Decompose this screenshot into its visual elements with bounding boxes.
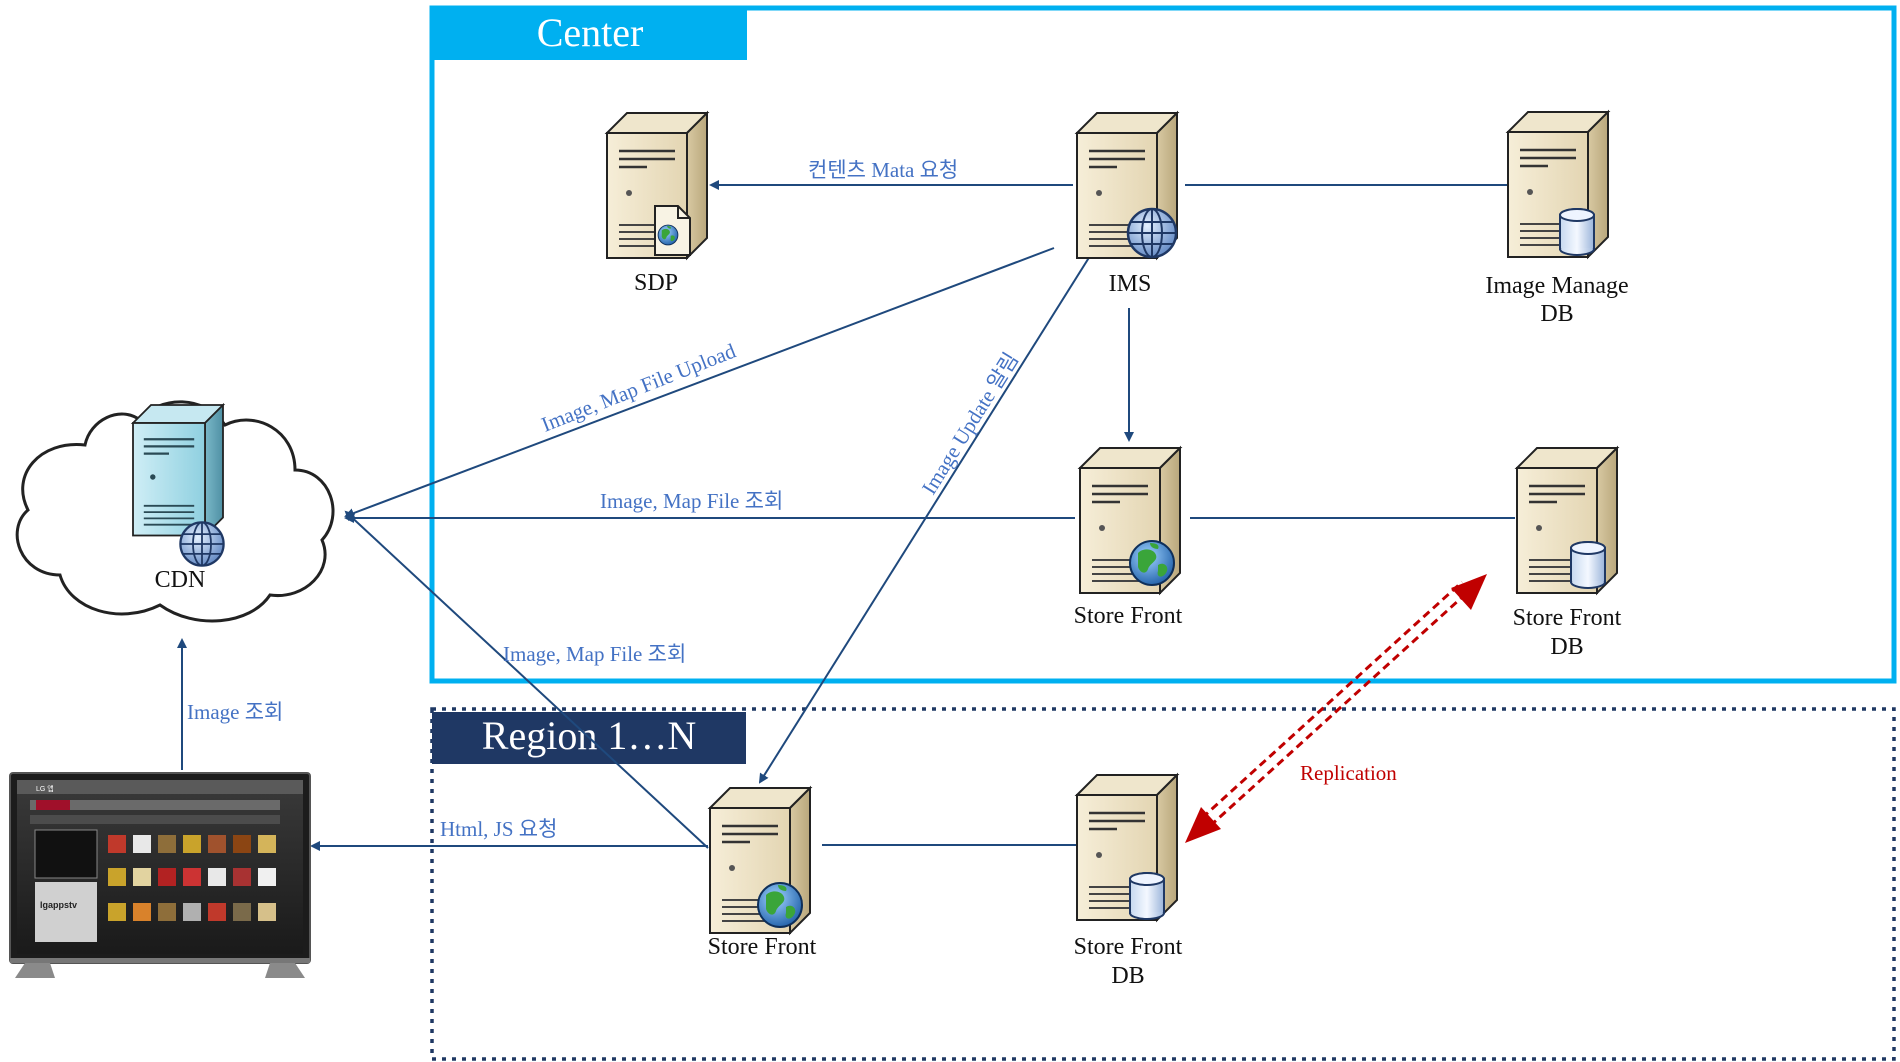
arrow-ims-to-cdn xyxy=(344,247,1055,518)
sdp-label: SDP xyxy=(634,270,678,296)
arrow-ims-to-region-storefront xyxy=(758,247,1096,784)
store-front-db-center-label-line2: DB xyxy=(1550,634,1583,660)
globe-icon xyxy=(1129,540,1175,586)
store-front-region-label: Store Front xyxy=(708,934,817,960)
database-icon xyxy=(1129,872,1165,920)
store-front-db-region-label-line1: Store Front xyxy=(1074,934,1183,960)
center-zone-title: Center xyxy=(537,10,644,55)
store-front-server-center xyxy=(1078,446,1182,595)
region-zone xyxy=(430,707,1896,1061)
database-icon xyxy=(1559,208,1595,256)
store-front-db-server-center xyxy=(1515,446,1619,595)
ims-server xyxy=(1075,111,1179,260)
label-storefront-to-cdn: Image, Map File 조회 xyxy=(600,489,783,513)
label-ims-to-cdn: Image, Map File Upload xyxy=(538,338,739,436)
store-front-server-region xyxy=(708,786,812,935)
image-manage-db-label-line1: Image Manage xyxy=(1485,273,1628,299)
replication-arrow xyxy=(1185,574,1487,843)
region-zone-title: Region 1…N xyxy=(482,713,696,758)
store-front-center-label: Store Front xyxy=(1074,603,1183,629)
globe-icon xyxy=(1126,207,1178,259)
tv-app-title: LG 앱 xyxy=(36,785,54,793)
label-region-storefront-to-tv: Html, JS 요청 xyxy=(440,817,557,841)
center-zone xyxy=(429,5,1897,684)
center-zone-header xyxy=(432,8,747,60)
cdn-label: CDN xyxy=(155,567,206,593)
label-region-storefront-to-cdn: Image, Map File 조회 xyxy=(503,642,686,666)
tv-logo-text: lgappstv xyxy=(40,900,77,910)
database-icon xyxy=(1570,541,1606,589)
label-replication: Replication xyxy=(1300,761,1397,785)
arrow-region-storefront-to-cdn xyxy=(344,510,709,849)
ims-label: IMS xyxy=(1109,271,1152,297)
sdp-server xyxy=(605,111,709,260)
image-manage-db-label-line2: DB xyxy=(1540,301,1573,327)
tv-device: LG 앱 lgappstv xyxy=(9,772,311,978)
globe-icon xyxy=(757,882,803,928)
store-front-db-center-label-line1: Store Front xyxy=(1513,605,1622,631)
image-manage-db-server xyxy=(1506,110,1610,259)
store-front-db-region-label-line2: DB xyxy=(1111,963,1144,989)
label-ims-to-region-storefront: Image Update 알림 xyxy=(917,348,1023,498)
globe-icon xyxy=(179,521,225,567)
label-ims-to-sdp: 컨텐츠 Mata 요청 xyxy=(808,158,958,182)
store-front-db-server-region xyxy=(1075,773,1179,922)
tv-app-tiles xyxy=(108,835,276,921)
label-tv-to-cdn: Image 조회 xyxy=(187,700,283,724)
